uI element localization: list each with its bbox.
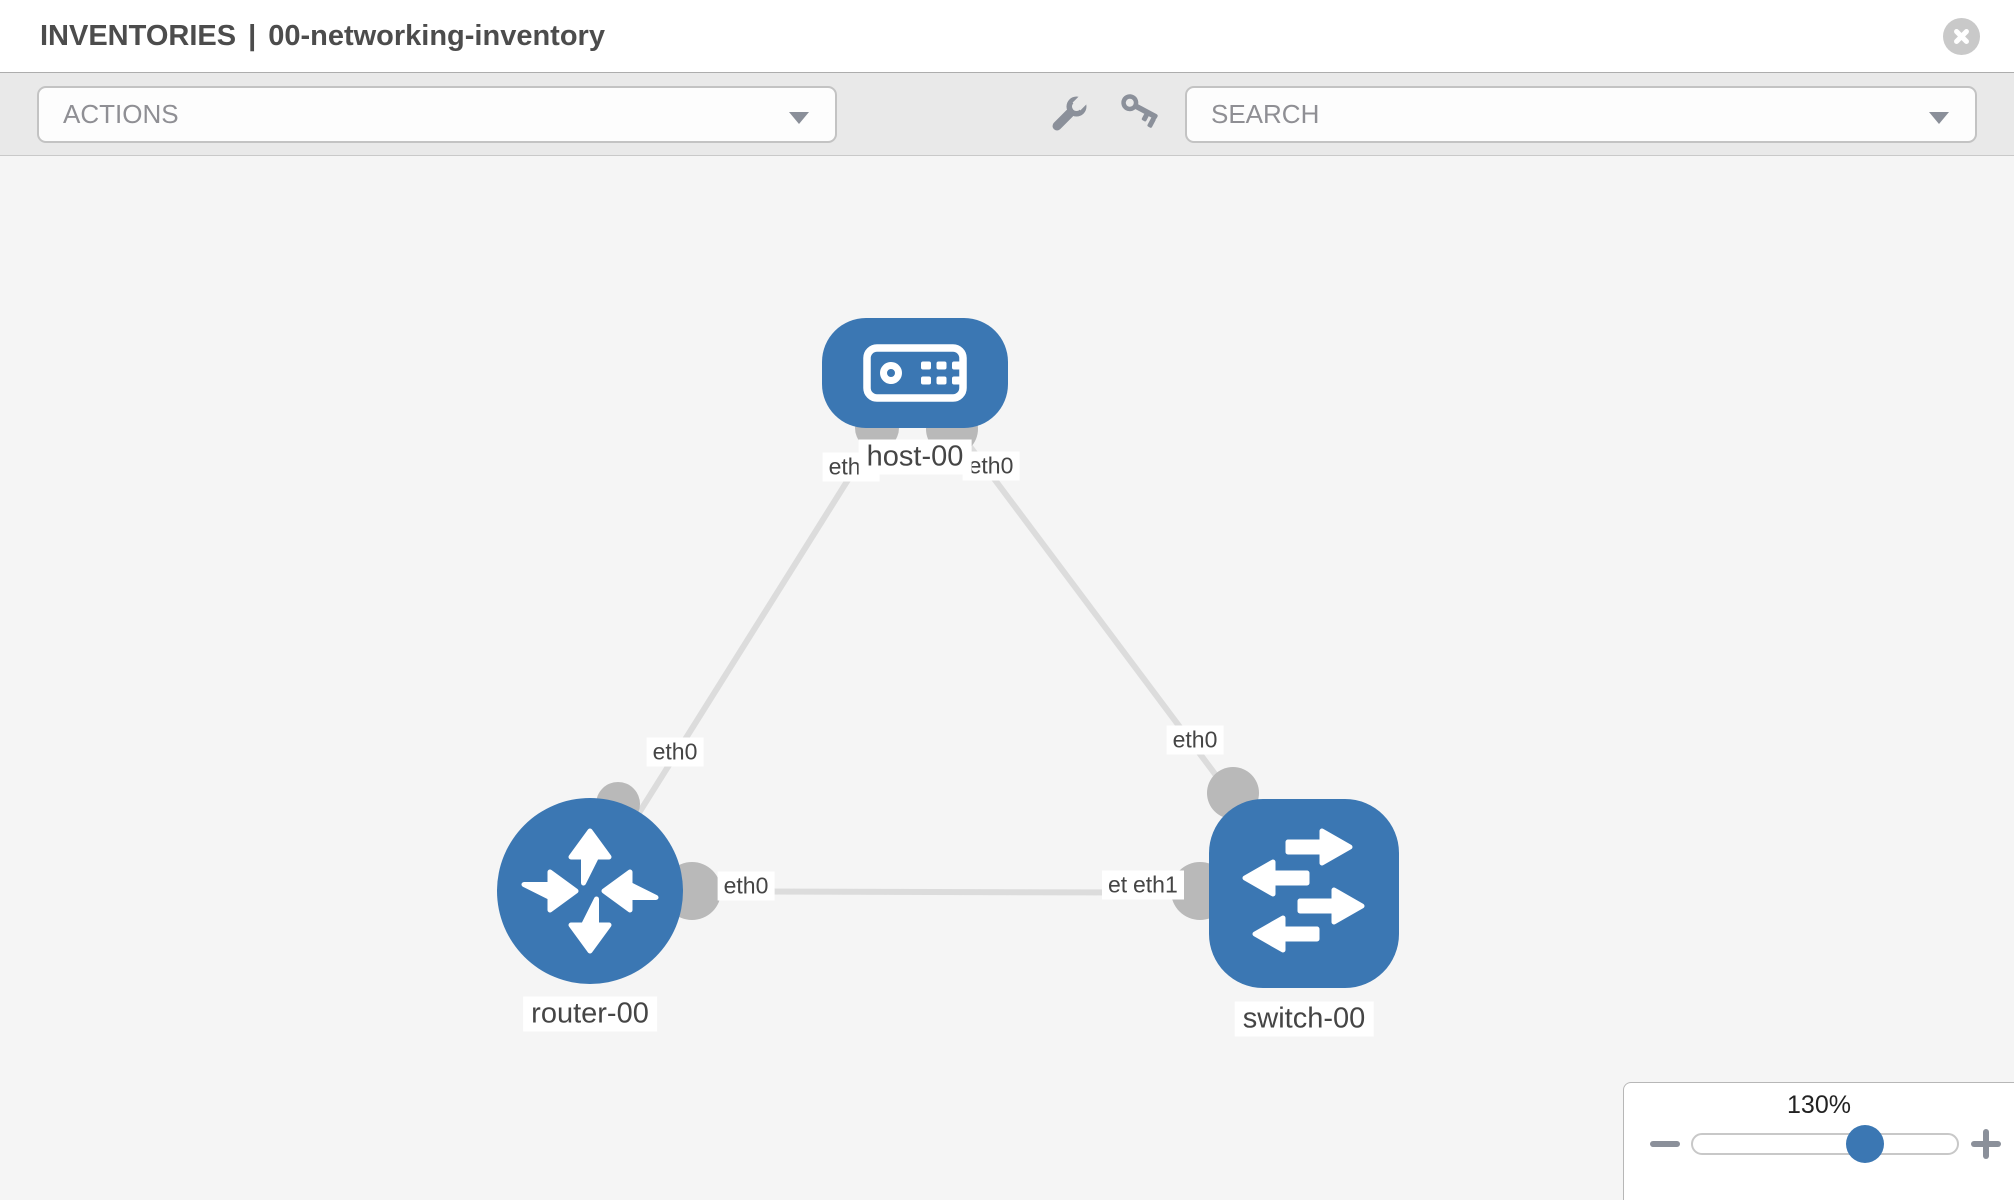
zoom-level: 130%: [1787, 1091, 1851, 1119]
plus-icon-bar: [1983, 1129, 1989, 1159]
node-label-host-00: host-00: [858, 439, 972, 475]
zoom-slider-track[interactable]: [1691, 1133, 1959, 1155]
plus-icon[interactable]: [1971, 1129, 2001, 1159]
page-header: INVENTORIES | 00-networking-inventory: [0, 0, 2014, 72]
wrench-button[interactable]: [1044, 91, 1092, 139]
node-label-router-00: router-00: [523, 996, 657, 1032]
host-icon: [863, 344, 967, 402]
close-button[interactable]: [1943, 18, 1980, 55]
key-button[interactable]: [1115, 91, 1163, 139]
node-router-00[interactable]: [497, 798, 683, 984]
actions-dropdown-label: ACTIONS: [63, 99, 179, 129]
node-switch-00[interactable]: [1209, 799, 1399, 988]
search-box[interactable]: [1185, 86, 1977, 143]
zoom-panel: 130%: [1623, 1082, 2014, 1200]
minus-icon[interactable]: [1650, 1141, 1680, 1147]
interface-label-router-switch-switch-group: eth0 eth1: [1102, 870, 1184, 900]
node-host-00[interactable]: [822, 318, 1008, 428]
router-icon: [521, 828, 659, 954]
interface-label-host-switch-host: eth0: [962, 451, 1020, 481]
node-label-switch-00: switch-00: [1234, 1001, 1374, 1037]
interface-label-host-switch-switch: eth0: [1166, 725, 1224, 755]
search-input[interactable]: [1211, 99, 1891, 130]
toolbar: ACTIONS: [0, 72, 2014, 156]
zoom-slider-handle[interactable]: [1846, 1125, 1884, 1163]
topology-canvas[interactable]: eth0 eth0 eth0 eth0 eth0 eth0 eth1 host-…: [0, 156, 2014, 1200]
breadcrumb: INVENTORIES | 00-networking-inventory: [40, 0, 605, 72]
caret-down-icon: [789, 112, 809, 124]
key-icon: [1121, 94, 1158, 128]
interface-label-router-switch-switch: eth1: [1127, 870, 1184, 900]
breadcrumb-separator: |: [248, 19, 257, 52]
caret-down-icon: [1929, 112, 1949, 124]
breadcrumb-section: INVENTORIES: [40, 19, 237, 52]
inventory-name: 00-networking-inventory: [268, 19, 605, 52]
switch-icon: [1242, 828, 1365, 953]
wrench-icon: [1052, 94, 1089, 131]
actions-dropdown[interactable]: ACTIONS: [37, 86, 837, 143]
interface-label-router-switch-router: eth0: [717, 871, 775, 901]
interface-label-host-router-router: eth0: [646, 737, 704, 767]
